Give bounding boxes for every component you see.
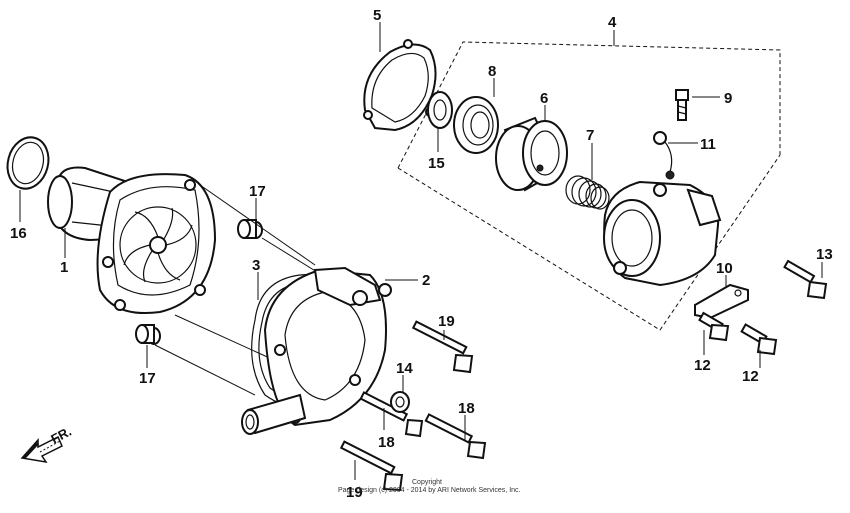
callout-19-upper: 19 [438,313,455,330]
copyright-line-2: Page design (c) 2004 - 2014 by ARI Netwo… [338,487,521,494]
part-18-bolt-left [359,391,424,438]
part-18-bolt-right [424,413,487,460]
part-19-bolt-upper [411,320,474,374]
part-12-bolt-right [740,323,778,356]
part-14-washer [390,391,410,413]
callout-7: 7 [586,127,594,144]
callout-17-lower: 17 [139,370,156,387]
callout-12-left: 12 [694,357,711,374]
outlet-pipe [241,393,307,435]
callout-15: 15 [428,155,445,172]
callout-12-right: 12 [742,368,759,385]
callout-3: 3 [252,257,260,274]
callout-4: 4 [608,14,617,31]
part-5-gasket [363,39,437,132]
callout-2: 2 [422,272,430,289]
callout-6: 6 [540,90,548,107]
part-15-oil-seal [427,91,453,129]
part-8-bearing [453,96,499,154]
copyright-notice: Copyright Page design (c) 2004 - 2014 by… [338,479,521,494]
part-19-bolt-lower [339,440,404,492]
callout-11: 11 [700,136,716,153]
callout-1: 1 [60,259,68,276]
impeller-icon [119,206,197,284]
callout-9: 9 [724,90,732,107]
part-12-bolt-left [698,311,730,342]
callout-19-lower: 19 [346,484,363,501]
copyright-line-1: Copyright [412,479,442,486]
part-4-assembly-group [397,30,781,331]
thermostat-cover [603,180,722,287]
part-1-pump-body [47,166,217,314]
callout-10: 10 [716,260,733,277]
part-6-housing [495,116,568,192]
part-2-pump-cover [241,266,392,435]
callout-17-upper: 17 [249,183,266,200]
callout-18-left: 18 [378,434,395,451]
part-10-bracket [694,283,749,320]
callout-16: 16 [10,225,27,242]
front-direction-arrow: FR. [20,424,74,464]
part-11-clip [653,131,675,180]
callout-14: 14 [396,360,413,377]
callout-13: 13 [816,246,833,263]
part-17-dowel-pin-lower [135,324,161,345]
callout-labels: 1 2 3 4 5 6 7 8 9 10 11 12 12 13 14 15 1… [10,7,833,501]
part-9-bleed-screw [675,89,689,121]
callout-18-right: 18 [458,400,475,417]
leader-lines [19,22,823,480]
part-13-bolt [783,259,828,300]
part-7-spring [565,175,610,210]
front-arrow-icon [20,435,63,464]
part-17-dowel-pin-upper [237,219,263,239]
callout-8: 8 [488,63,496,80]
callout-5: 5 [373,7,381,24]
part-16-o-ring [6,136,50,190]
